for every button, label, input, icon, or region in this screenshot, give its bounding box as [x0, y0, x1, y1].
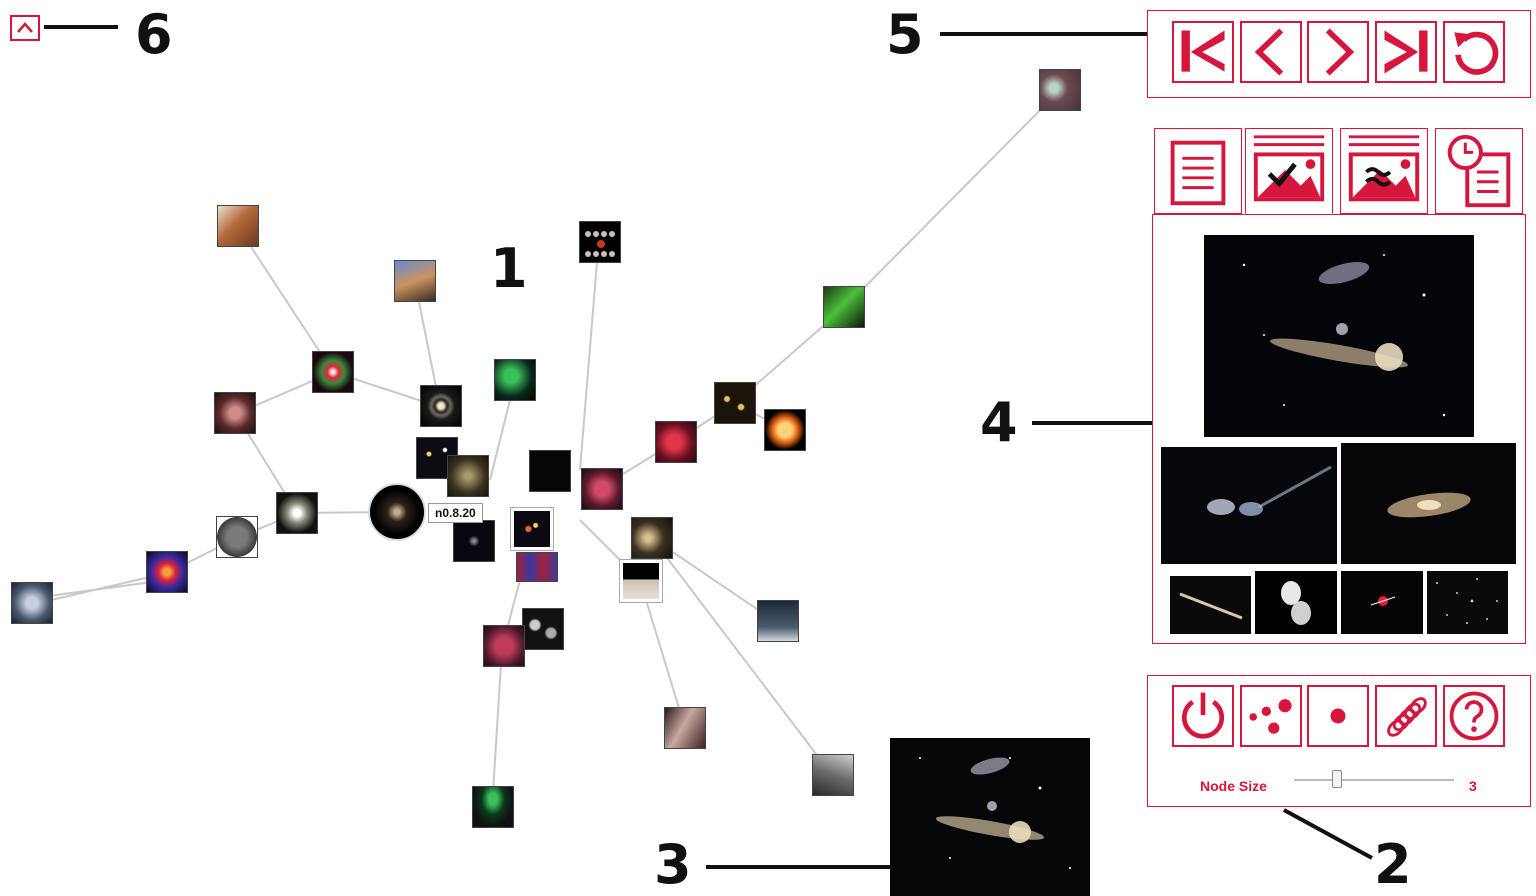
node-horizon[interactable]: [757, 600, 799, 642]
next-button[interactable]: [1307, 21, 1369, 83]
star-cluster-image: [1436, 578, 1498, 624]
callout-6: 6: [135, 3, 173, 66]
last-button[interactable]: [1375, 21, 1437, 83]
node-red-nebula[interactable]: [655, 421, 697, 463]
scatter-dots-icon: [1249, 699, 1292, 734]
node-light-sq[interactable]: [620, 560, 662, 602]
node-bright-nebula[interactable]: [214, 392, 256, 434]
node-orange-blob[interactable]: [764, 409, 806, 451]
collapse-button[interactable]: [10, 15, 40, 41]
power-icon: [1181, 692, 1225, 739]
node-crab-nebula[interactable]: [217, 205, 259, 247]
node-pink-nebula[interactable]: [581, 468, 623, 510]
edge-on-galaxy-image: [1179, 592, 1243, 620]
leader-3: [706, 865, 892, 869]
blob-galaxy-image: [1281, 581, 1311, 625]
result-image-4[interactable]: [1170, 576, 1251, 634]
result-main-image[interactable]: [1204, 235, 1474, 437]
node-size-label: Node Size: [1200, 778, 1267, 794]
help-icon: [1449, 691, 1499, 741]
result-image-7[interactable]: [1427, 571, 1508, 634]
node-dark-sq[interactable]: [453, 520, 495, 562]
mice-galaxies-image: [1207, 465, 1332, 516]
chevron-up-icon: [17, 22, 33, 33]
history-icon: [1447, 134, 1511, 208]
node-milky[interactable]: [11, 582, 53, 624]
undo-icon: [1454, 31, 1499, 75]
node-globular[interactable]: [276, 492, 318, 534]
moon-phase-image: [585, 231, 615, 257]
prev-button[interactable]: [1240, 21, 1302, 83]
reset-button[interactable]: [1443, 21, 1505, 83]
slider-track: [1294, 779, 1454, 781]
power-button[interactable]: [1172, 685, 1234, 747]
node-asteroid[interactable]: [216, 516, 258, 558]
tab-history[interactable]: [1435, 128, 1523, 214]
node-rover[interactable]: [812, 754, 854, 796]
leader-2: [1283, 808, 1373, 860]
help-button[interactable]: [1443, 685, 1505, 747]
callout-1: 1: [490, 237, 528, 300]
tab-image-approx[interactable]: [1340, 128, 1428, 214]
document-icon: [1170, 140, 1226, 206]
first-button[interactable]: [1172, 21, 1234, 83]
node-moon-phases[interactable]: [579, 221, 621, 263]
preview-image: [890, 738, 1090, 896]
callout-2: 2: [1374, 833, 1412, 896]
node-red-orb[interactable]: [146, 551, 188, 593]
chevron-left-icon: [1254, 28, 1284, 76]
slider-thumb[interactable]: [1331, 770, 1342, 788]
node-comet-top[interactable]: [1039, 69, 1081, 111]
node-green-nebula[interactable]: [494, 359, 536, 401]
spring-icon: [1387, 697, 1427, 737]
galaxy-main-image: [1242, 254, 1446, 417]
result-image-6[interactable]: [1341, 571, 1423, 634]
node-dark-galaxy[interactable]: [529, 450, 571, 492]
spiral-galaxy-image: [1387, 492, 1471, 518]
galaxy-preview-image: [919, 757, 1071, 869]
spring-button[interactable]: [1375, 685, 1437, 747]
tab-document[interactable]: [1154, 128, 1242, 214]
node-tooltip: n0.8.20: [428, 503, 483, 523]
leader-6: [44, 25, 118, 29]
image-approx-icon: [1348, 135, 1420, 202]
node-galaxy-cluster[interactable]: [714, 382, 756, 424]
node-size-slider[interactable]: [1294, 768, 1454, 792]
node-saturn-green[interactable]: [472, 786, 514, 828]
scatter-button[interactable]: [1240, 685, 1302, 747]
tab-image-check[interactable]: [1245, 128, 1333, 214]
skip-first-icon: [1181, 30, 1225, 72]
node-spiral-gal[interactable]: [447, 455, 489, 497]
image-check-icon: [1253, 135, 1325, 202]
node-selected-center[interactable]: [511, 508, 553, 550]
callout-4: 4: [980, 391, 1018, 454]
leader-5: [940, 32, 1158, 36]
hovered-node[interactable]: [368, 483, 426, 541]
node-rosette[interactable]: [483, 625, 525, 667]
node-cats-eye[interactable]: [312, 351, 354, 393]
red-star-image: [1370, 596, 1396, 606]
result-image-2[interactable]: [1161, 447, 1337, 564]
node-ring-galaxy[interactable]: [420, 385, 462, 427]
skip-last-icon: [1384, 30, 1428, 74]
node-craters[interactable]: [522, 608, 564, 650]
single-dot-button[interactable]: [1307, 685, 1369, 747]
chevron-right-icon: [1325, 28, 1355, 76]
result-image-5[interactable]: [1255, 571, 1337, 634]
node-cirrus[interactable]: [664, 707, 706, 749]
node-size-value: 3: [1469, 778, 1477, 794]
callout-3: 3: [654, 833, 692, 896]
node-galaxy-pair[interactable]: [631, 517, 673, 559]
node-aurora[interactable]: [823, 286, 865, 328]
result-image-3[interactable]: [1341, 443, 1516, 564]
node-hubble-pillar[interactable]: [394, 260, 436, 302]
callout-5: 5: [886, 3, 924, 66]
dot-icon: [1330, 708, 1346, 724]
leader-4: [1032, 421, 1156, 425]
node-spectrum[interactable]: [516, 552, 558, 582]
